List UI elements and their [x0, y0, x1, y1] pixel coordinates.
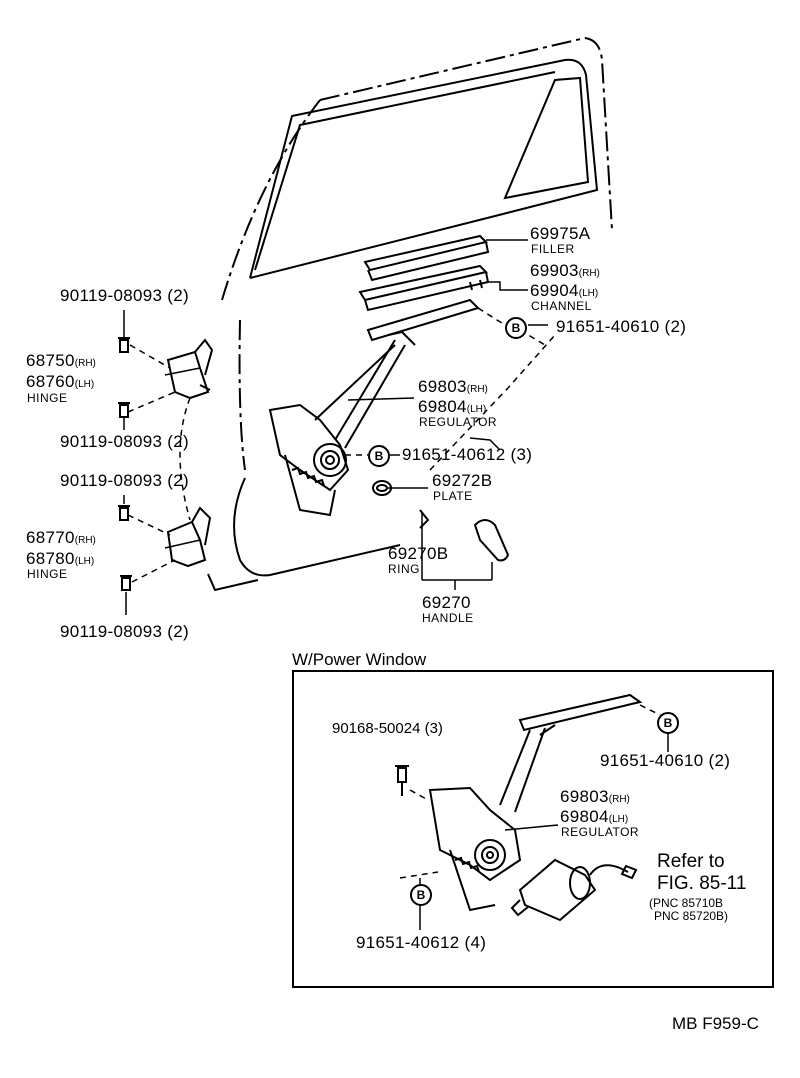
power-window-title: W/Power Window: [292, 650, 427, 669]
door-outline: [319, 36, 613, 231]
hinge-bolts: [118, 337, 132, 591]
handle-part-number: 69270: [422, 593, 471, 612]
channel: [358, 264, 490, 312]
figure-id: MB F959-C: [672, 1014, 759, 1033]
regulator-name: REGULATOR: [419, 415, 498, 429]
bolt-upper-2-part: 90119-08093 (2): [60, 432, 189, 451]
hinge-lower-lh-tag: (LH): [74, 556, 95, 567]
filler-strip: [363, 234, 490, 282]
pw-refer-pnc2: PNC 85720B): [654, 909, 729, 923]
channel-lh-tag: (LH): [578, 288, 599, 299]
b-marker-top: B: [505, 317, 527, 339]
regulator-lh: 69804(LH): [418, 398, 486, 416]
hinge-lower-rh: 68770(RH): [26, 529, 96, 547]
ring-name: RING: [388, 562, 420, 576]
pw-regulator-part-rh: 69803: [560, 787, 609, 806]
window-frame: [249, 58, 599, 279]
regulator-part-rh: 69803: [418, 377, 467, 396]
hinge-upper-part-lh: 68760: [26, 372, 75, 391]
regulator-part-lh: 69804: [418, 397, 467, 416]
channel-name: CHANNEL: [531, 299, 592, 313]
bolt-lower-2-part: 90119-08093 (2): [60, 622, 189, 641]
hinge-lower-name: HINGE: [27, 567, 68, 581]
pw-bolt-b-bottom-part: 91651-40612 (4): [356, 933, 487, 952]
hinge-lower-part-rh: 68770: [26, 528, 75, 547]
upper-hinge: [166, 350, 210, 400]
pw-regulator-body: [428, 786, 522, 882]
pw-screw: [395, 765, 409, 796]
pw-regulator-rh: 69803(RH): [560, 788, 630, 806]
regulator-lh-tag: (LH): [466, 404, 487, 415]
bolt-b-mid-part: 91651-40612 (3): [402, 445, 533, 464]
pw-motor: [518, 858, 597, 922]
pw-refer-pnc1: (PNC 85710B: [649, 896, 724, 910]
bolt-upper-1-part: 90119-08093 (2): [60, 286, 189, 305]
hinge-upper-lh-tag: (LH): [74, 379, 95, 390]
plate-part-number: 69272B: [432, 471, 493, 490]
filler-part-number: 69975A: [530, 224, 591, 243]
channel-rh: 69903(RH): [530, 262, 600, 280]
handle-name: HANDLE: [422, 611, 474, 625]
regulator-rh-tag: (RH): [466, 384, 488, 395]
pw-regulator-part-lh: 69804: [560, 807, 609, 826]
channel-rh-tag: (RH): [578, 268, 600, 279]
ring-part-number: 69270B: [388, 544, 449, 563]
pw-screw-part: 90168-50024 (3): [332, 720, 443, 737]
hinge-upper-rh: 68750(RH): [26, 352, 96, 370]
channel-part-rh: 69903: [530, 261, 579, 280]
pw-regulator-name: REGULATOR: [561, 825, 640, 839]
window-handle: [473, 519, 510, 562]
hinge-upper-part-rh: 68750: [26, 351, 75, 370]
pw-regulator-lh-tag: (LH): [608, 814, 629, 825]
channel-part-lh: 69904: [530, 281, 579, 300]
bolt-b-top-part: 91651-40610 (2): [556, 317, 687, 336]
hinge-upper-rh-tag: (RH): [74, 358, 96, 369]
pw-b-marker-top: B: [657, 712, 679, 734]
regulator-rh: 69803(RH): [418, 378, 488, 396]
b-marker-mid: B: [368, 445, 390, 467]
pw-refer-line2: FIG. 85-11: [657, 873, 747, 894]
pw-bolt-b-top-part: 91651-40610 (2): [600, 751, 731, 770]
pw-b-marker-bottom: B: [410, 884, 432, 906]
plate-name: PLATE: [433, 489, 473, 503]
pw-rail: [518, 693, 643, 732]
filler-name: FILLER: [531, 242, 575, 256]
hinge-lower-rh-tag: (RH): [74, 535, 96, 546]
pw-regulator-rh-tag: (RH): [608, 794, 630, 805]
hinge-upper-name: HINGE: [27, 391, 68, 405]
hinge-lower-part-lh: 68780: [26, 549, 75, 568]
pw-regulator-lh: 69804(LH): [560, 808, 628, 826]
bolt-lower-1-part: 90119-08093 (2): [60, 471, 189, 490]
lower-hinge: [166, 520, 207, 568]
channel-lh: 69904(LH): [530, 282, 598, 300]
hinge-upper-lh: 68760(LH): [26, 373, 94, 391]
pw-refer-line1: Refer to: [657, 851, 725, 872]
hinge-lower-lh: 68780(LH): [26, 550, 94, 568]
power-window-inset: [292, 670, 774, 988]
